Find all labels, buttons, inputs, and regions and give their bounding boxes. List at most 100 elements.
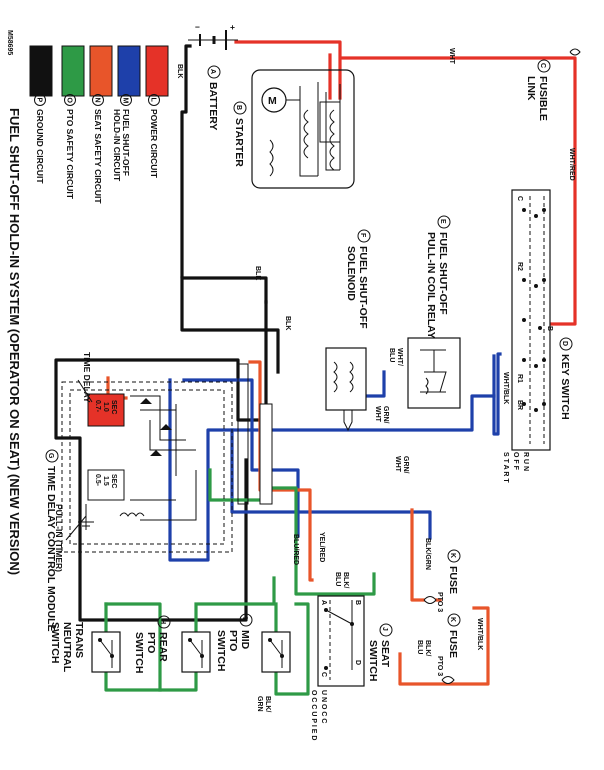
seat-states-occupied: O C C U P I E D [310, 690, 317, 740]
legend-seat-label: SEAT SAFETY CIRCUIT [93, 109, 103, 204]
starter-coil-icon-2 [329, 109, 335, 171]
timer-1-b: 1.0 [102, 402, 109, 412]
wire-label-yel-red: YEL/RED [318, 532, 325, 562]
key-terminal-br: BR [516, 400, 523, 410]
relay-label: FUEL SHUT-OFF [437, 232, 449, 315]
seat-terminal-c: C [320, 672, 327, 677]
legend-pto-letter: O [66, 98, 73, 104]
fuse-1-letter: K [449, 553, 456, 558]
seat-switch: A B C D O C C U P I E D U N O C C J SEAT… [310, 595, 393, 740]
wire-label-grn-wht-2: WHT [374, 406, 381, 423]
module-coil-icon [119, 512, 145, 517]
fusible-link-icon [569, 48, 581, 56]
legend-fuel-letter: M [122, 98, 129, 104]
timer-1-a: 0.7- [94, 400, 101, 413]
legend-item-ground: P GROUND CIRCUIT [34, 94, 46, 184]
key-terminal-b: B [546, 326, 553, 331]
wire-label-blk-grn: BLK/GRN [424, 538, 431, 570]
legend-power-label: POWER CIRCUIT [149, 109, 159, 179]
wire-blue-3 [182, 378, 300, 538]
battery-minus-label: − [195, 22, 200, 32]
connector-block [259, 403, 273, 505]
legend-power-letter: L [150, 98, 157, 103]
starter-callout-circle [233, 101, 247, 115]
pull-in-timer-block [87, 469, 125, 501]
wire-label-wht-red: WHT/RED [568, 148, 575, 181]
key-switch-contacts [522, 208, 546, 412]
timer-2-a: 0.5- [94, 474, 101, 487]
mid-pto-label-3: SWITCH [215, 630, 227, 671]
solenoid-label: FUEL SHUT-OFF [357, 246, 369, 329]
legend-fuel-label: FUEL SHUT-OFF [121, 109, 131, 176]
wire-label-grn-wht-4: WHT [394, 456, 401, 473]
wire-labels: BLK WHT WHT/RED BLK BLK WHT/ BLU GRN/ WH… [176, 48, 575, 712]
rear-pto-label: REAR [157, 632, 169, 662]
timer-2-c: SEC [110, 474, 117, 488]
pull-in-relay: E FUEL SHUT-OFF PULL-IN COIL RELAY [407, 215, 461, 409]
wire-label-wht-blk: WHT/BLK [502, 372, 509, 404]
diode-icons [140, 398, 172, 456]
wire-label-blk-1: BLK [254, 266, 261, 280]
battery: − + A BATTERY [188, 22, 238, 130]
key-switch: C R2 B R1 BR S T A R T O F F R U N D KEY… [502, 189, 573, 483]
seat-label-2: SWITCH [367, 640, 379, 681]
legend-item-fuel: M FUEL SHUT-OFF HOLD-IN CIRCUIT [112, 94, 132, 182]
motor-label: M [268, 95, 277, 107]
wire-orange-seat-2 [398, 508, 490, 686]
trans-neutral-label: TRANS [73, 622, 85, 658]
wire-green-pto-3 [104, 602, 162, 692]
fuse-1: PTO 3 K FUSE [423, 549, 461, 612]
legend-swatch-seat [89, 45, 113, 97]
fuel-solenoid: F FUEL SHUT-OFF SOLENOID [325, 229, 371, 432]
wire-label-blk-blu-2: BLU [334, 572, 341, 586]
solenoid-letter: F [359, 233, 366, 238]
fusible-link-letter: C [539, 63, 546, 68]
mid-pto-label-2: PTO [227, 630, 239, 651]
key-switch-label: KEY SWITCH [559, 354, 571, 420]
fuse-1-callout [447, 549, 461, 563]
wire-ground-black [54, 300, 268, 622]
wire-label-blk-grn-3: GRN [256, 696, 263, 712]
connector-block-2 [237, 363, 249, 505]
legend-fuel-label-2: HOLD-IN CIRCUIT [112, 109, 122, 182]
fuse-2-label: FUSE [447, 630, 459, 658]
wire-label-blk-blu-3: BLK/ [424, 640, 431, 656]
time-delay-block [87, 393, 125, 427]
seat-callout [379, 623, 393, 637]
fuse-2-rating: PTO 3 [436, 656, 443, 676]
fuse-2-letter: K [449, 617, 456, 622]
mid-pto-letter: I [241, 617, 248, 619]
solenoid-coil-icon [333, 361, 338, 393]
key-positions-start: S T A R T [502, 452, 509, 483]
wire-label-wht-blu: WHT/ [396, 348, 403, 366]
legend-pto-label: PTO SAFETY CIRCUIT [65, 109, 75, 200]
legend-swatch-power [145, 45, 169, 97]
legend: L POWER CIRCUIT M FUEL SHUT-OFF HOLD-IN … [29, 45, 169, 204]
wire-blue-main [168, 378, 496, 562]
key-terminal-r1: R1 [516, 374, 523, 383]
starter: M B STARTER [233, 69, 355, 189]
starter-label: STARTER [233, 118, 245, 167]
key-positions-off: O F F [512, 452, 519, 471]
rear-pto-switch: H REAR PTO SWITCH [133, 615, 211, 673]
relay-letter: E [439, 219, 446, 224]
wire-battery-black [180, 44, 268, 304]
relay-callout [437, 215, 451, 229]
starter-coil-icon [303, 109, 309, 159]
seat-label: SEAT [379, 640, 391, 668]
trans-neutral-switch: TRANS NEUTRAL SWITCH [49, 622, 121, 673]
battery-callout-circle [207, 65, 221, 79]
wire-label-blu-red: BLU/RED [292, 534, 299, 565]
wire-ground-black-2 [180, 276, 280, 374]
wire-label-blk-2: BLK [284, 316, 291, 330]
wire-label-wht-blu-2: BLU [388, 348, 395, 362]
legend-item-power: L POWER CIRCUIT [148, 94, 160, 179]
timer-1-c: SEC [110, 400, 117, 414]
fusible-link: C FUSIBLE LINK [525, 48, 581, 121]
pull-in-label: PULL-IN (TIMER) [54, 504, 64, 572]
legend-swatch-pto [61, 45, 85, 97]
wire-green-pto [208, 468, 376, 596]
fuse-1-icon [423, 596, 437, 604]
solenoid-coil-icon-2 [349, 361, 354, 393]
mid-pto-label: MID [239, 630, 251, 650]
